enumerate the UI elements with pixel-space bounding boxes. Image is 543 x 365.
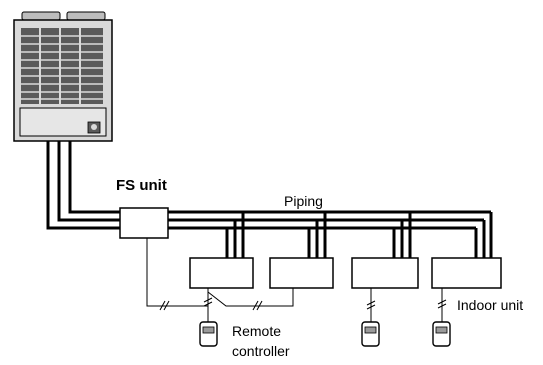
branch-piping [168, 210, 493, 258]
outdoor-unit-grille [21, 28, 103, 104]
remote-controller-2 [361, 321, 380, 347]
remote-controller-1 [199, 321, 218, 347]
indoor-unit-4 [431, 257, 502, 289]
fs-unit-label: FS unit [116, 177, 167, 194]
control-wiring [146, 238, 447, 322]
outdoor-unit-fan-right [66, 11, 106, 21]
indoor-unit-2 [269, 257, 334, 289]
main-pipes [46, 141, 120, 230]
fs-unit-box [119, 207, 169, 239]
remote-controller-label-line2: controller [232, 343, 290, 359]
indoor-unit-label: Indoor unit [457, 297, 523, 313]
remote-controller-label-line1: Remote [232, 323, 281, 339]
outdoor-unit-fan-left [21, 11, 61, 21]
indoor-unit-1 [189, 257, 254, 289]
remote-controller-3 [432, 321, 451, 347]
indoor-unit-3 [351, 257, 419, 289]
piping-label: Piping [284, 193, 323, 209]
outdoor-unit [13, 11, 113, 142]
